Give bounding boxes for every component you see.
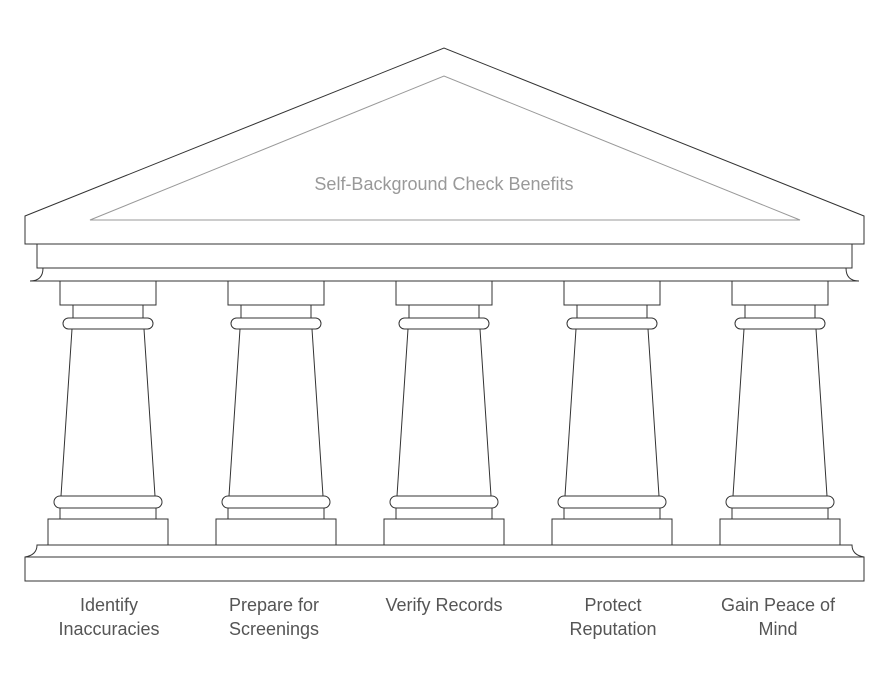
column-3-plinth [383,518,505,546]
column-2-base-neck [227,508,325,520]
column-5-neck [744,305,816,319]
pillar-label-line: Gain Peace of [720,595,836,615]
column-5-capital [731,280,829,306]
pillar-label-line: Prepare for [228,595,320,615]
column-4-capital [563,280,661,306]
column-3-base-ring [389,495,499,509]
entablature [36,243,853,269]
stylobate-moulding [24,544,865,558]
column-4-base-neck [563,508,661,520]
pillar-label-line: Reputation [569,619,657,639]
column-2-shaft [228,328,324,497]
column-5-base-neck [731,508,829,520]
pillar-label-line: Verify Records [385,595,503,615]
pillar-label-protect-reputation: Protect Reputation [543,593,683,641]
diagram-title: Self-Background Check Benefits [314,174,573,194]
column-2-base-ring [221,495,331,509]
column-3-shaft [396,328,492,497]
column-1-base-neck [59,508,157,520]
pillar-label-line: Inaccuracies [58,619,160,639]
column-5-shaft [732,328,828,497]
pillar-label-gain-peace-of-mind: Gain Peace of Mind [708,593,848,641]
column-2-plinth [215,518,337,546]
column-2-top-ring [230,317,322,330]
stylobate [24,556,865,582]
pillar-label-line: Mind [758,619,798,639]
column-3-capital [395,280,493,306]
column-1-base-ring [53,495,163,509]
entablature-moulding [29,267,860,282]
column-1-shaft [60,328,156,497]
pillar-label-line: Protect [584,595,642,615]
pillar-label-verify-records: Verify Records [374,593,514,617]
column-3-base-neck [395,508,493,520]
column-2-capital [227,280,325,306]
pillar-label-identify-inaccuracies: Identify Inaccuracies [39,593,179,641]
column-4-shaft [564,328,660,497]
column-1-plinth [47,518,169,546]
pillar-label-line: Identify [79,595,139,615]
column-5-base-ring [725,495,835,509]
column-3-top-ring [398,317,490,330]
column-4-base-ring [557,495,667,509]
column-4-plinth [551,518,673,546]
column-4-neck [576,305,648,319]
pillar-label-line: Screenings [228,619,320,639]
pillar-label-prepare-for-screenings: Prepare for Screenings [204,593,344,641]
column-5-plinth [719,518,841,546]
column-2-neck [240,305,312,319]
pediment-outer [24,47,865,245]
column-3-neck [408,305,480,319]
column-1-neck [72,305,144,319]
column-1-capital [59,280,157,306]
column-1-top-ring [62,317,154,330]
pediment-inner [89,75,801,221]
column-5-top-ring [734,317,826,330]
column-4-top-ring [566,317,658,330]
